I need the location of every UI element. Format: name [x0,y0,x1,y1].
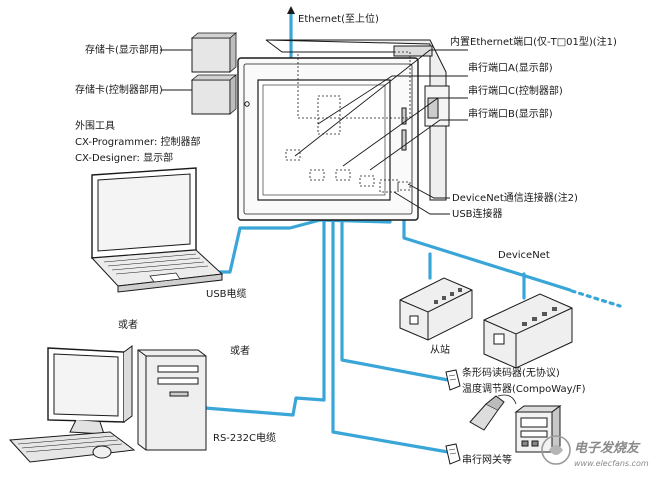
desktop-pc-icon [8,345,207,463]
barcode-connector-icon [445,369,461,391]
watermark-logo-icon [541,435,571,465]
memory-card-controller-icon [190,74,238,115]
barcode-reader-icon [469,394,517,431]
barcode-cable [340,176,450,382]
slave-module-1-icon [399,277,473,341]
devicenet-trunk-dotted [570,289,622,308]
usb-cable-label: USB电缆 [206,287,247,300]
ethernet-label: Ethernet(至上位) [298,12,379,25]
serial-port-a-label: 串行端口A(显示部) [468,61,553,74]
memory-card-display-icon [190,32,238,73]
cx-programmer-label: CX-Programmer: 控制器部 [75,135,201,148]
watermark: 电子发烧友 www.elecfans.com [541,435,649,468]
watermark-url: www.elecfans.com [574,459,649,468]
serial-gateway-label: 串行网关等 [462,453,512,466]
cx-designer-label: CX-Designer: 显示部 [75,151,173,164]
main-unit [237,39,450,221]
or-label-1: 或者 [118,319,138,331]
builtin-ethernet-label: 内置Ethernet端口(仅-T□01型)(注1) [450,35,617,48]
devicenet-connector-label: DeviceNet通信连接器(注2) [452,191,578,204]
gateway-connector-icon [445,443,461,465]
laptop-icon [90,167,224,293]
serial-port-b-label: 串行端口B(显示部) [468,107,553,120]
slave-module-2-icon [483,293,573,369]
barcode-reader-label: 条形码读码器(无协议) [462,366,560,379]
serial-port-c-label: 串行端口C(控制器部) [468,84,563,97]
leader-lines [160,49,468,215]
rs232c-cable-label: RS-232C电缆 [213,431,276,444]
temperature-controller-icon [514,405,562,453]
devicenet-label: DeviceNet [498,250,550,261]
slave-label: 从站 [430,343,450,356]
watermark-text: 电子发烧友 [574,440,641,456]
ethernet-arrow-icon [287,6,295,14]
temp-controller-label: 温度调节器(CompoWay/F) [462,382,586,395]
usb-cable [193,182,392,274]
usb-connector-label: USB连接器 [452,207,503,220]
gateway-cable [331,176,450,454]
memcard-controller-label: 存储卡(控制器部用) [75,83,163,96]
memcard-display-label: 存储卡(显示部用) [85,43,163,56]
or-label-2: 或者 [230,345,250,357]
peripheral-tools-label: 外围工具 [75,120,115,132]
internal-outlines [285,51,411,193]
